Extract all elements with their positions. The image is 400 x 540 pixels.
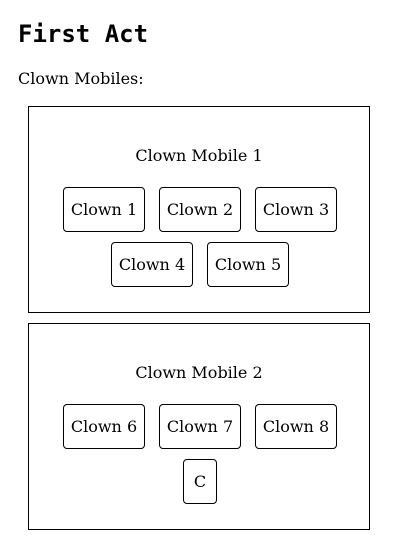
- clown-truncated[interactable]: C: [183, 459, 217, 504]
- clown-3[interactable]: Clown 3: [255, 187, 337, 232]
- page-title: First Act: [18, 20, 149, 48]
- clown-mobile-2: Clown Mobile 2 Clown 6 Clown 7 Clown 8 C: [28, 323, 370, 530]
- clown-mobile-1: Clown Mobile 1 Clown 1 Clown 2 Clown 3 C…: [28, 106, 370, 313]
- clown-1[interactable]: Clown 1: [63, 187, 145, 232]
- clown-8[interactable]: Clown 8: [255, 404, 337, 449]
- section-label: Clown Mobiles:: [18, 69, 144, 88]
- clown-5[interactable]: Clown 5: [207, 242, 289, 287]
- clown-mobile-title: Clown Mobile 2: [135, 363, 263, 382]
- clown-7[interactable]: Clown 7: [159, 404, 241, 449]
- clown-mobile-title: Clown Mobile 1: [135, 146, 263, 165]
- clown-2[interactable]: Clown 2: [159, 187, 241, 232]
- clown-4[interactable]: Clown 4: [111, 242, 193, 287]
- clown-6[interactable]: Clown 6: [63, 404, 145, 449]
